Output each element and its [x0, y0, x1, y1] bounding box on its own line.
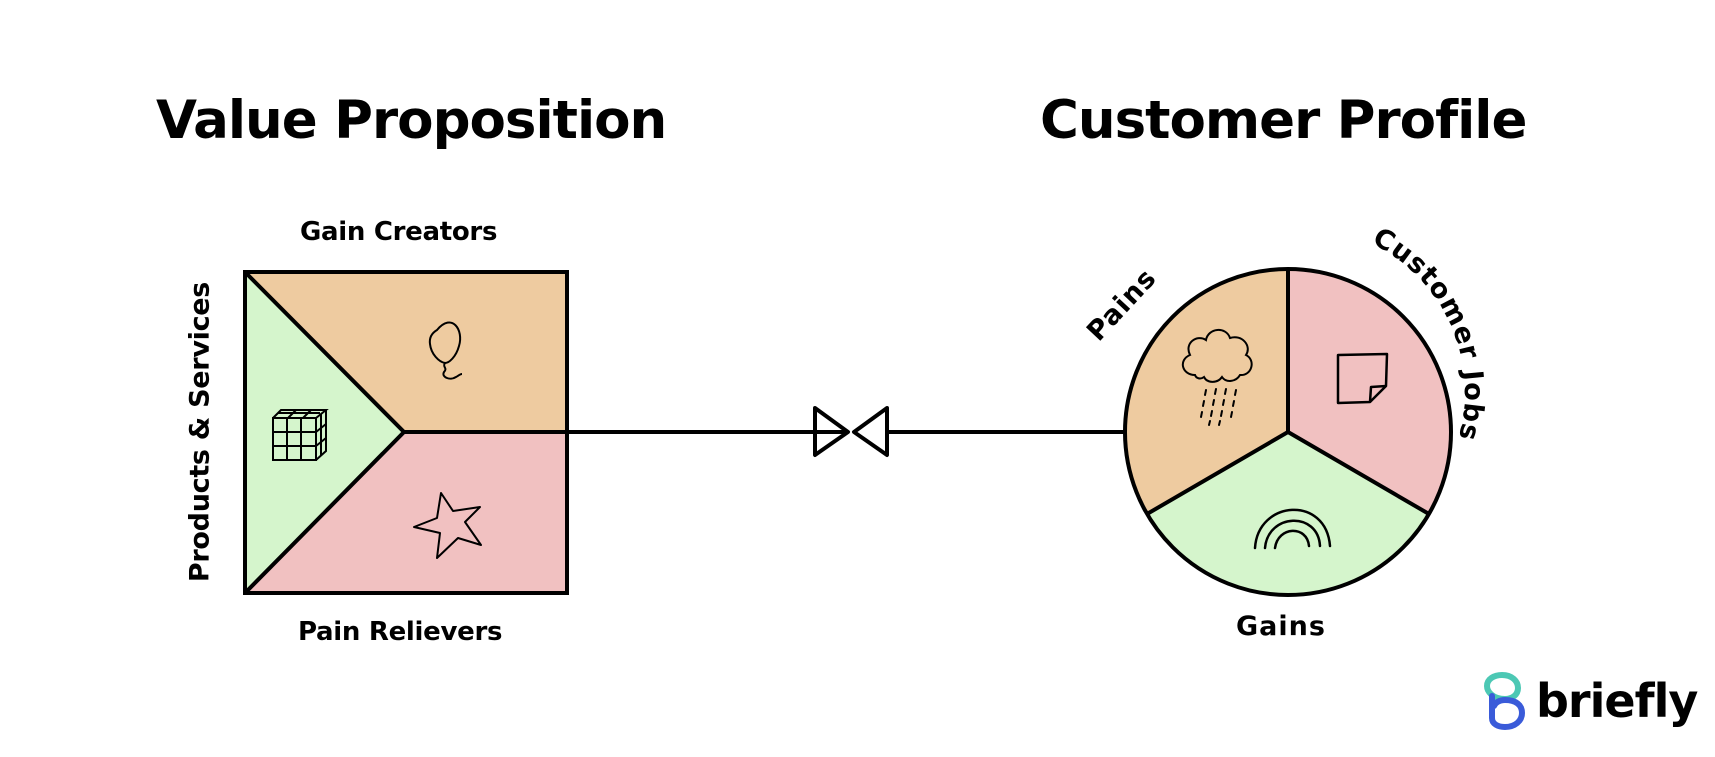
rain-cloud-icon [1181, 329, 1253, 383]
value-proposition-title: Value Proposition [156, 90, 667, 151]
gain-creators-region [245, 272, 567, 432]
customer-profile-map [1123, 267, 1453, 597]
pain-relievers-region [245, 432, 567, 593]
rain-drops [1200, 388, 1237, 426]
connector [567, 406, 1125, 457]
customer-profile-divider-left [1145, 430, 1290, 516]
products-services-label: Products & Services [184, 281, 216, 583]
rainbow-icon [1253, 508, 1332, 550]
briefly-logo-icon [1483, 672, 1526, 730]
gains-label: Gains [1236, 611, 1326, 642]
bowtie-arrow-left [813, 406, 850, 457]
products-services-region [245, 272, 404, 593]
cube-grid-icon [272, 409, 329, 461]
brand-name: briefly [1536, 674, 1698, 728]
brand-logo: briefly [1482, 672, 1698, 730]
gains-region [1147, 432, 1429, 596]
sticky-note-icon [1336, 352, 1389, 405]
bowtie-arrow-right [852, 406, 889, 457]
customer-profile-divider-right [1286, 430, 1431, 516]
star-icon [413, 492, 482, 559]
pain-relievers-label: Pain Relievers [298, 617, 503, 647]
balloon-icon [428, 321, 463, 380]
gain-creators-label: Gain Creators [300, 217, 498, 247]
customer-profile-title: Customer Profile [1040, 90, 1527, 151]
